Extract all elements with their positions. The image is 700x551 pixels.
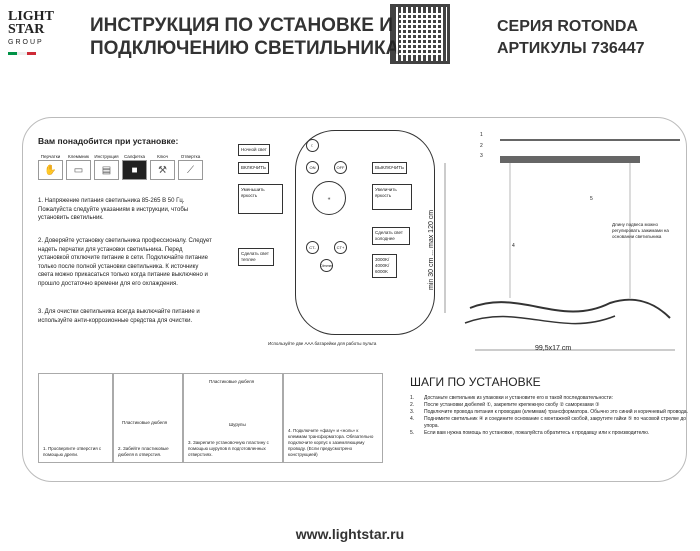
dowel-label: Пластиковые дюбеля <box>209 379 255 384</box>
step-number: 1. <box>410 395 415 401</box>
step-item: 5. Если вам нужна помощь по установке, по… <box>410 430 690 437</box>
tool-wrench: Ключ⚒ <box>150 154 175 180</box>
dimmer-button[interactable]: Dimmer <box>320 259 333 272</box>
paragraph-2: 2. Доверяйте установку светильника профе… <box>38 238 212 287</box>
label-dim-up: Увеличить яркость <box>372 184 412 210</box>
install-caption: 3. Закрепите установочную пластину с пом… <box>188 440 269 457</box>
paragraph-3: 3. Для очистки светильника всегда выключ… <box>38 309 200 324</box>
ct-minus-button[interactable]: CT- <box>306 241 319 254</box>
night-light-button[interactable]: ☾ <box>306 139 319 152</box>
series-block: СЕРИЯ ROTONDA АРТИКУЛЫ 736447 <box>497 16 645 60</box>
tool-label: Салфетка <box>123 154 146 159</box>
label-dim-down: Уменьшить яркость <box>238 184 283 214</box>
logo-line-3: GROUP <box>8 39 44 46</box>
step-item: 2. После установки дюбелей ①, закрепите к… <box>410 402 690 409</box>
requirements-heading: Вам понадобится при установке: <box>38 136 179 146</box>
qr-code-icon[interactable] <box>390 4 450 64</box>
width-dimension: 99,5x17 cm <box>535 345 572 352</box>
instruction-panel <box>22 117 687 482</box>
step-text: Достаньте светильник из упаковки и устан… <box>424 395 613 401</box>
step-number: 2. <box>410 402 415 408</box>
tool-label: Инструкция <box>94 154 119 159</box>
cloth-icon: ■ <box>122 160 147 180</box>
tool-label: Перчатки <box>40 154 61 159</box>
callout-3: 3 <box>480 153 483 159</box>
wrench-icon: ⚒ <box>150 160 175 180</box>
brand-logo: LIGHT STAR GROUP <box>8 10 68 55</box>
tool-manual: Инструкция▤ <box>94 154 119 180</box>
label-cold: Сделать свет холоднее <box>372 227 410 245</box>
height-dimension: min 30 cm ... max 120 cm <box>428 209 435 290</box>
logo-line-2: STAR <box>8 22 45 37</box>
ct-plus-button[interactable]: CT+ <box>334 241 347 254</box>
title-line-2: ПОДКЛЮЧЕНИЮ СВЕТИЛЬНИКА <box>90 38 400 59</box>
dimmer-wheel-icon[interactable]: ☀ <box>312 181 346 215</box>
terminal-icon: ▭ <box>66 160 91 180</box>
install-step-1: 1. Просверлите отверстия с помощью дрели… <box>38 373 113 463</box>
italian-flag-icon <box>8 52 36 55</box>
footer-url[interactable]: www.lightstar.ru <box>295 526 405 542</box>
steps-list: 1. Достаньте светильник из упаковки и уст… <box>410 395 690 437</box>
step-text: Если вам нужна помощь по установке, пожа… <box>424 430 650 436</box>
paragraph-1: 1. Напряжение питания светильника 85-265… <box>38 198 189 221</box>
screws-label: Шурупы <box>229 422 246 427</box>
label-night: Ночной свет <box>238 144 270 156</box>
remote-control: ☾ ON OFF ☀ CT- CT+ Dimmer <box>295 130 435 335</box>
battery-note: Используйте две AAA батарейки для работы… <box>268 341 377 346</box>
label-on: ВКЛЮЧИТЬ <box>238 162 269 174</box>
callout-1: 1 <box>480 132 483 138</box>
callout-5: 5 <box>590 196 593 202</box>
install-caption: 4. Подключите «фазу» и «ноль» к клеммам … <box>288 428 374 457</box>
step-number: 4. <box>410 416 415 422</box>
cable-note: Длину подвеса можно регулировать зажимам… <box>612 222 669 239</box>
step-number: 3. <box>410 409 415 415</box>
install-caption: 1. Просверлите отверстия с помощью дрели… <box>43 446 102 457</box>
manual-icon: ▤ <box>94 160 119 180</box>
tool-cloth: Салфетка■ <box>122 154 147 180</box>
page-title: ИНСТРУКЦИЯ ПО УСТАНОВКЕ И ПОДКЛЮЧЕНИЮ СВ… <box>90 14 399 60</box>
title-line-1: ИНСТРУКЦИЯ ПО УСТАНОВКЕ И <box>90 15 393 36</box>
tool-screwdriver: Отвертка⟋ <box>178 154 203 180</box>
tool-terminal: Клеммник▭ <box>66 154 91 180</box>
series-name: СЕРИЯ ROTONDA <box>497 18 638 35</box>
step-number: 5. <box>410 430 415 436</box>
install-step-4: 4. Подключите «фазу» и «ноль» к клеммам … <box>283 373 383 463</box>
label-off: ВЫКЛЮЧИТЬ <box>372 162 407 174</box>
tools-list: Перчатки✋ Клеммник▭ Инструкция▤ Салфетка… <box>38 154 203 180</box>
step-item: 4. Поднимите светильник ④ и соедините осн… <box>410 416 690 430</box>
article-number: АРТИКУЛЫ 736447 <box>497 40 645 57</box>
step-item: 3. Подключите провода питания к проводам … <box>410 409 690 416</box>
step-text: После установки дюбелей ①, закрепите кре… <box>424 402 600 408</box>
tool-label: Клеммник <box>68 154 89 159</box>
fixture-drawing <box>444 139 680 351</box>
install-step-2: 2. Забейте пластиковые дюбеля в отверсти… <box>113 373 183 463</box>
step-item: 1. Достаньте светильник из упаковки и уст… <box>410 395 690 402</box>
install-caption: 2. Забейте пластиковые дюбеля в отверсти… <box>118 446 169 457</box>
screwdriver-icon: ⟋ <box>178 160 203 180</box>
step-text: Подключите провода питания к проводам (к… <box>424 409 688 415</box>
on-button[interactable]: ON <box>306 161 319 174</box>
gloves-icon: ✋ <box>38 160 63 180</box>
label-warm: Сделать свет теплее <box>238 248 274 266</box>
steps-heading: ШАГИ ПО УСТАНОВКЕ <box>410 375 541 389</box>
callout-2: 2 <box>480 143 483 149</box>
tool-gloves: Перчатки✋ <box>38 154 63 180</box>
label-cct: 3000K/ 4000K/ 6000K <box>372 254 397 278</box>
logo-line-1: LIGHT <box>8 9 54 24</box>
install-step-3: Пластиковые дюбеля Шурупы 3. Закрепите у… <box>183 373 283 463</box>
step-text: Поднимите светильник ④ и соедините основ… <box>424 416 687 429</box>
tool-label: Отвертка <box>180 154 201 159</box>
dowel-label: Пластиковые дюбеля <box>122 420 168 425</box>
off-button[interactable]: OFF <box>334 161 347 174</box>
callout-4: 4 <box>512 243 515 249</box>
tool-label: Ключ <box>157 154 168 159</box>
